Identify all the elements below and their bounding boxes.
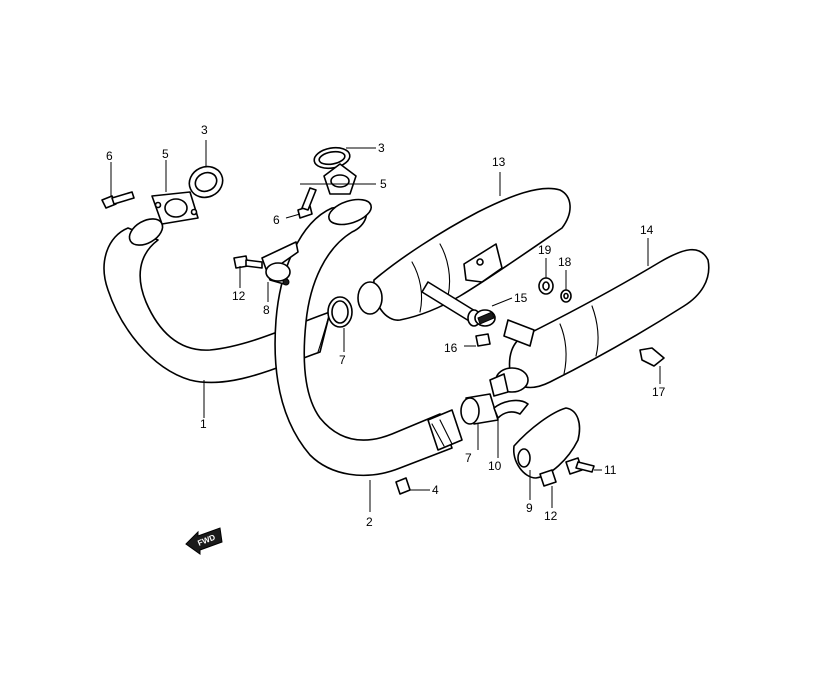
label-6b: 6 [273,213,280,227]
washer-18 [560,289,572,303]
label-15: 15 [514,291,528,305]
bolt-17 [639,347,665,367]
label-2: 2 [366,515,373,529]
fwd-arrow-icon [185,527,223,555]
bolt-6-left [101,191,135,209]
label-3a: 3 [201,123,208,137]
clamp-10 [493,399,529,419]
flange-left [151,191,199,225]
heat-shield-9 [513,407,581,479]
label-12a: 12 [232,289,246,303]
clamp-bracket-8 [261,241,299,286]
label-12b: 12 [544,509,558,523]
fwd-direction-indicator: FWD [185,527,223,555]
label-6a: 6 [106,149,113,163]
connector-sleeve-upper [327,296,353,328]
gasket-right [313,146,351,170]
label-11: 11 [604,463,617,477]
label-9: 9 [526,501,533,515]
bolt-11 [565,457,595,475]
bolt-6-right [297,187,317,219]
connector-sleeve-lower [460,393,499,425]
label-8: 8 [263,303,270,317]
label-10: 10 [488,459,502,473]
callout-labels: 1 2 3 3 4 5 5 6 6 7 7 8 9 10 11 12 12 13… [106,123,666,529]
leader-lines [110,140,661,512]
front-exhaust-pipe [103,218,331,384]
label-16: 16 [444,341,458,355]
clamp-15 [474,309,496,327]
nut-19 [538,277,554,295]
bolt-4 [395,477,411,495]
bolt-16 [475,333,491,347]
label-17: 17 [652,385,666,399]
label-5a: 5 [162,147,169,161]
label-7a: 7 [339,353,346,367]
label-1: 1 [200,417,207,431]
label-14: 14 [640,223,654,237]
gasket-left [188,165,224,199]
bolt-12-lower [539,469,557,487]
label-5b: 5 [380,177,387,191]
rear-exhaust-pipe [274,198,463,477]
label-4: 4 [432,483,439,497]
label-7b: 7 [465,451,472,465]
label-18: 18 [558,255,572,269]
label-19: 19 [538,243,552,257]
muffler-lower [489,248,710,397]
bolt-12-upper [233,255,263,269]
muffler-upper [357,187,571,327]
label-3b: 3 [378,141,385,155]
label-13: 13 [492,155,506,169]
